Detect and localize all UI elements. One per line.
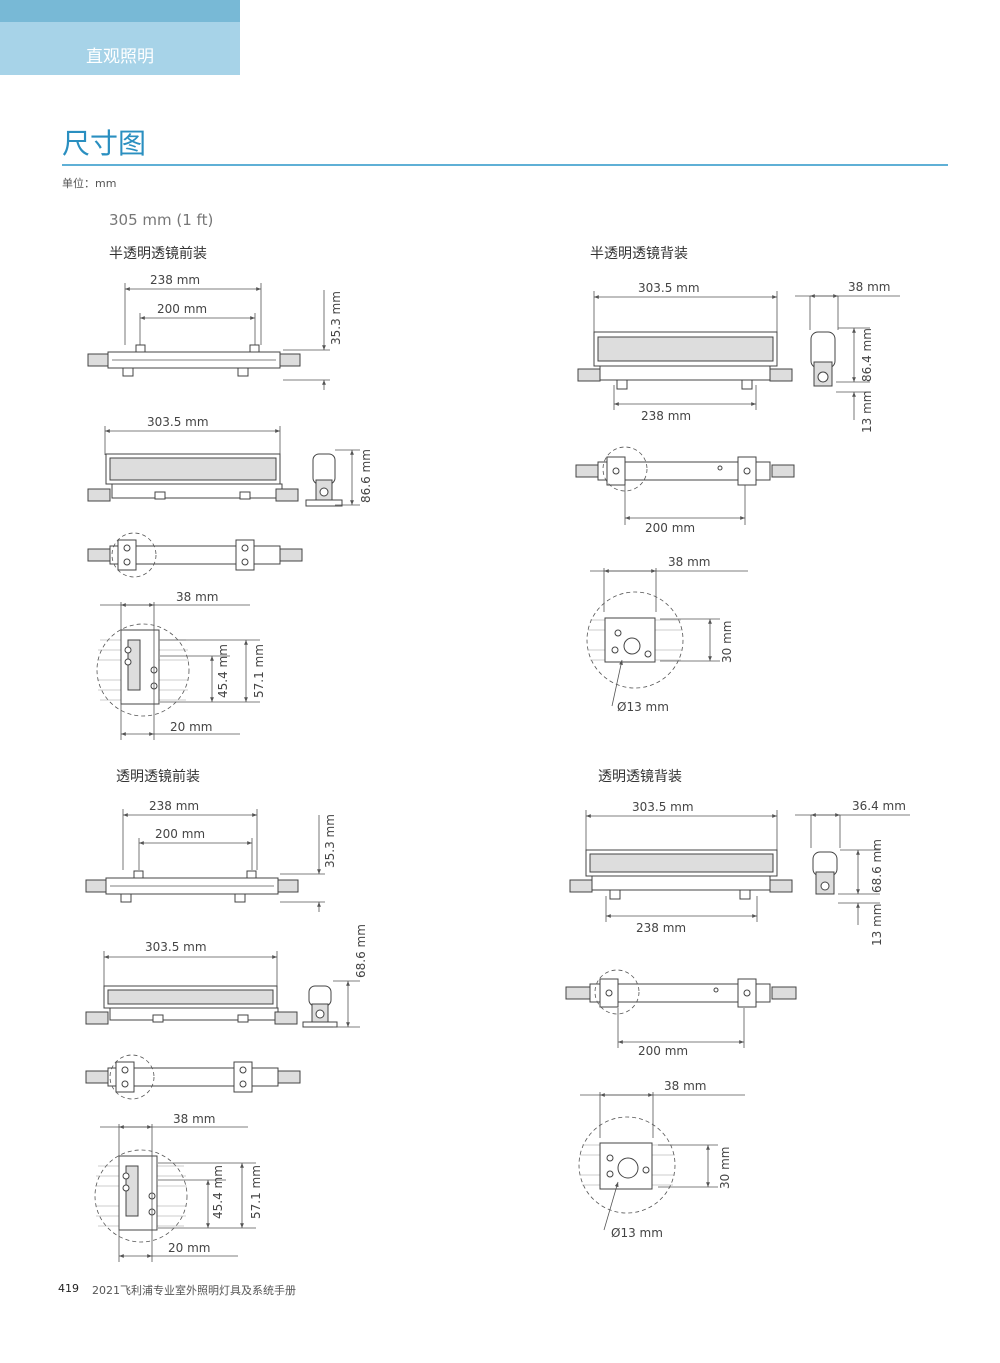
semi-back-bottom-view: 200 mm (575, 446, 795, 535)
dim-38-label: 38 mm (173, 1112, 215, 1126)
clear-back-bottom-view: 200 mm (565, 969, 797, 1058)
dim-38-label: 38 mm (848, 280, 890, 294)
dim-86-6-label: 86.6 mm (359, 449, 373, 503)
semi-front-side-view: 303.5 mm 86.6 mm (87, 415, 373, 507)
clear-front-detail-view: 38 mm 45.4 mm 57.1 mm 20 mm (94, 1112, 263, 1262)
dim-200-label: 200 mm (157, 302, 207, 316)
semi-back-side-view: 303.5 mm 238 mm 38 mm 86.4 mm 13 mm (577, 280, 900, 433)
dim-13-label: 13 mm (870, 904, 884, 946)
dim-200-label: 200 mm (155, 827, 205, 841)
section-semi-front-title: 半透明透镜前装 (109, 246, 207, 262)
dim-30-label: 30 mm (718, 1147, 732, 1189)
dim-238-label: 238 mm (150, 273, 200, 287)
dim-200-label: 200 mm (638, 1044, 688, 1058)
dim-303-label: 303.5 mm (638, 281, 700, 295)
clear-front-top-view: 238 mm 200 mm 35.3 mm (85, 799, 337, 912)
clear-back-detail-view: 38 mm 30 mm Ø13 mm (578, 1079, 745, 1240)
dim-86-4-label: 86.4 mm (860, 328, 874, 382)
dim-303-label: 303.5 mm (147, 415, 209, 429)
clear-front-bottom-view (85, 1054, 301, 1100)
dim-30-label: 30 mm (720, 621, 734, 663)
clear-back-side-view: 303.5 mm 238 mm 36.4 mm 68.6 mm 13 mm (569, 799, 910, 946)
dim-38-label: 38 mm (664, 1079, 706, 1093)
dim-303-label: 303.5 mm (145, 940, 207, 954)
semi-front-top-view: 238 mm 200 mm 35.3 mm (87, 273, 343, 390)
dim-diameter-13-label: Ø13 mm (611, 1226, 663, 1240)
dim-13-label: 13 mm (860, 391, 874, 433)
unit-label: 单位：mm (62, 177, 117, 190)
dim-238-label: 238 mm (149, 799, 199, 813)
dim-238-label: 238 mm (641, 409, 691, 423)
section-semi-back-title: 半透明透镜背装 (590, 246, 688, 262)
dim-35-3-label: 35.3 mm (323, 814, 337, 868)
page-title: 尺寸图 (62, 127, 147, 160)
page-number: 419 (58, 1282, 79, 1295)
size-heading: 305 mm (1 ft) (109, 211, 214, 229)
dim-diameter-13-label: Ø13 mm (617, 700, 669, 714)
tab-strip (0, 0, 240, 22)
semi-front-bottom-view (87, 532, 303, 578)
section-clear-front-title: 透明透镜前装 (116, 769, 200, 785)
dim-36-4-label: 36.4 mm (852, 799, 906, 813)
dim-38-label: 38 mm (176, 590, 218, 604)
footer-text: 2021飞利浦专业室外照明灯具及系统手册 (92, 1284, 296, 1297)
dim-303-label: 303.5 mm (632, 800, 694, 814)
clear-front-side-view: 303.5 mm 68.6 mm (85, 924, 368, 1028)
dim-20-label: 20 mm (168, 1241, 210, 1255)
dim-45-4-label: 45.4 mm (211, 1165, 225, 1219)
semi-front-detail-view: 38 mm 45.4 mm 57.1 mm 20 mm (96, 590, 266, 740)
category-tab-label: 直观照明 (86, 47, 154, 67)
dim-57-1-label: 57.1 mm (249, 1165, 263, 1219)
dim-238-label: 238 mm (636, 921, 686, 935)
dim-45-4-label: 45.4 mm (216, 644, 230, 698)
dim-20-label: 20 mm (170, 720, 212, 734)
dim-35-3-label: 35.3 mm (329, 291, 343, 345)
category-tab: 直观照明 (0, 0, 240, 75)
dim-68-6-label: 68.6 mm (870, 839, 884, 893)
dim-68-6-label: 68.6 mm (354, 924, 368, 978)
dim-200-label: 200 mm (645, 521, 695, 535)
dim-38-label: 38 mm (668, 555, 710, 569)
title-divider (62, 164, 948, 166)
dim-57-1-label: 57.1 mm (252, 644, 266, 698)
section-clear-back-title: 透明透镜背装 (598, 769, 682, 785)
semi-back-detail-view: 38 mm 30 mm Ø13 mm (586, 555, 748, 714)
